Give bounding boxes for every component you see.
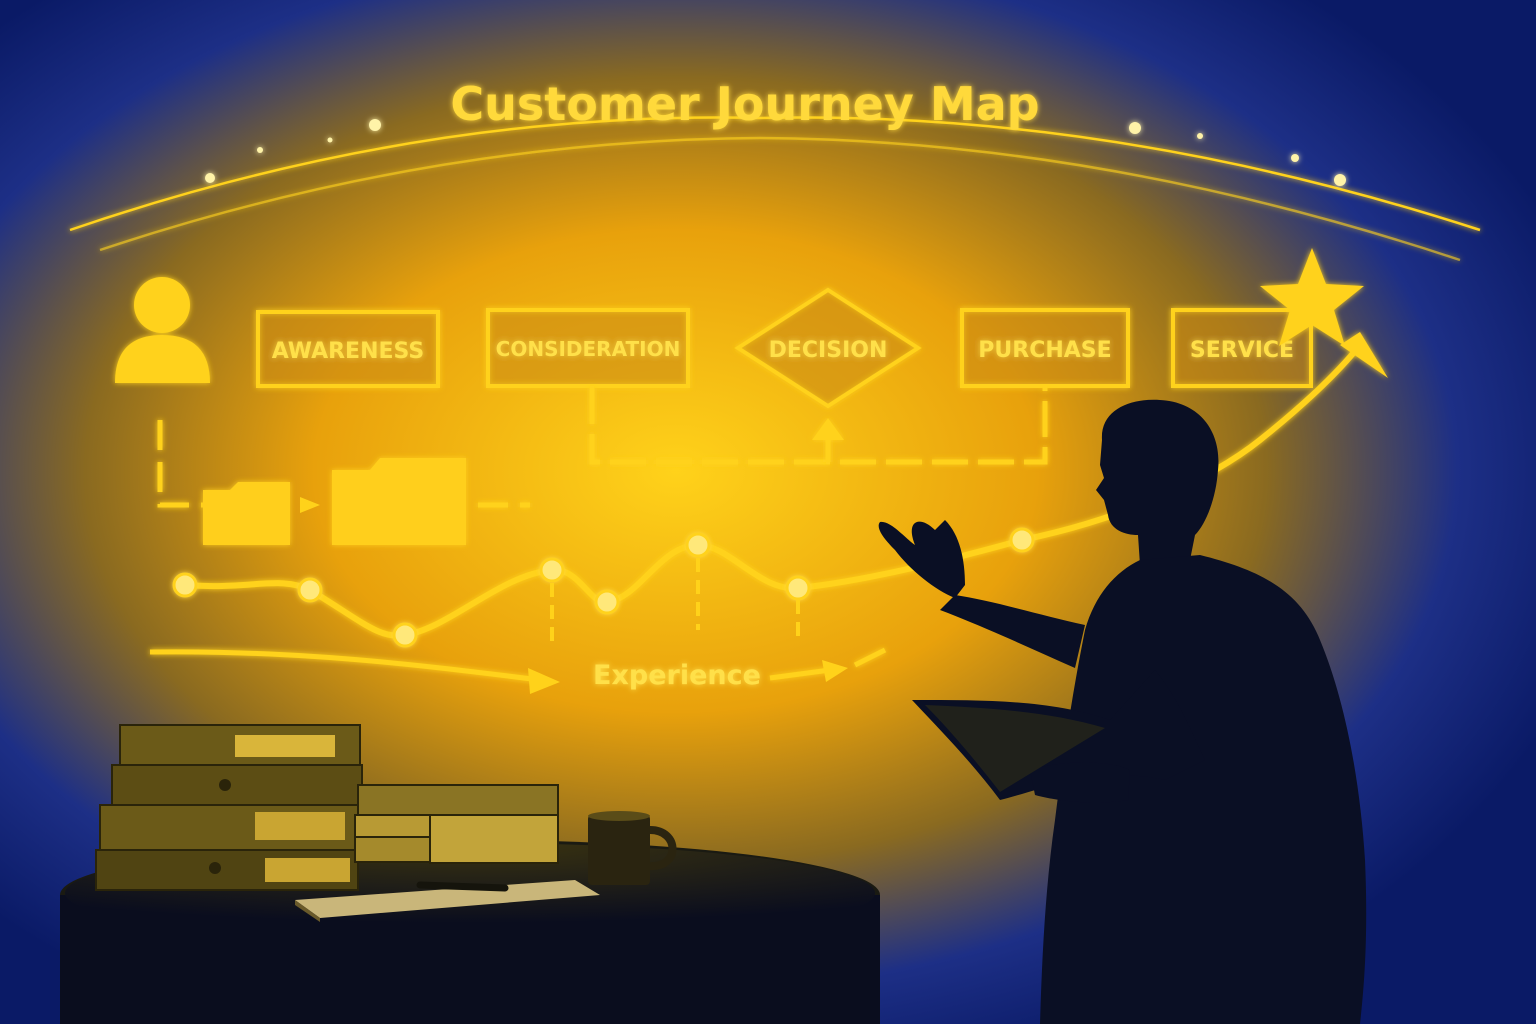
feedback-loop xyxy=(589,388,1048,465)
folder-icon xyxy=(203,482,290,545)
experience-drop-lines xyxy=(550,558,800,645)
stage-purchase: PURCHASE xyxy=(960,308,1130,388)
stage-awareness: AWARENESS xyxy=(256,310,440,388)
book-stack xyxy=(354,784,559,864)
stage-label: CONSIDERATION xyxy=(496,337,681,361)
title-arcs xyxy=(69,116,1481,262)
experience-timeline xyxy=(149,647,887,683)
feedback-up-arrow xyxy=(812,418,844,462)
binder-stack xyxy=(95,724,363,891)
presenter-silhouette xyxy=(878,399,1367,1024)
person-icon xyxy=(115,277,210,383)
folder-icon xyxy=(332,458,466,545)
star-icon xyxy=(1260,248,1364,346)
stage-label: SERVICE xyxy=(1190,338,1294,363)
book-pages xyxy=(925,705,1105,792)
stage-decision: DECISION xyxy=(734,287,922,409)
stage-label: DECISION xyxy=(769,338,888,363)
mug xyxy=(588,811,677,885)
document-path xyxy=(157,420,530,508)
folder-arrow xyxy=(300,497,320,513)
experience-points xyxy=(172,527,1035,648)
stage-consideration: CONSIDERATION xyxy=(486,308,690,388)
experience-arrow-head xyxy=(1340,332,1388,378)
stage-label: PURCHASE xyxy=(978,338,1111,363)
stage-label: AWARENESS xyxy=(272,339,424,364)
notebook xyxy=(295,880,600,922)
sparkles xyxy=(205,119,1346,186)
map-title: Customer Journey Map xyxy=(450,77,1039,131)
experience-label: Experience xyxy=(593,660,761,691)
timeline-arrow xyxy=(528,668,560,694)
timeline-arrow xyxy=(822,660,848,682)
